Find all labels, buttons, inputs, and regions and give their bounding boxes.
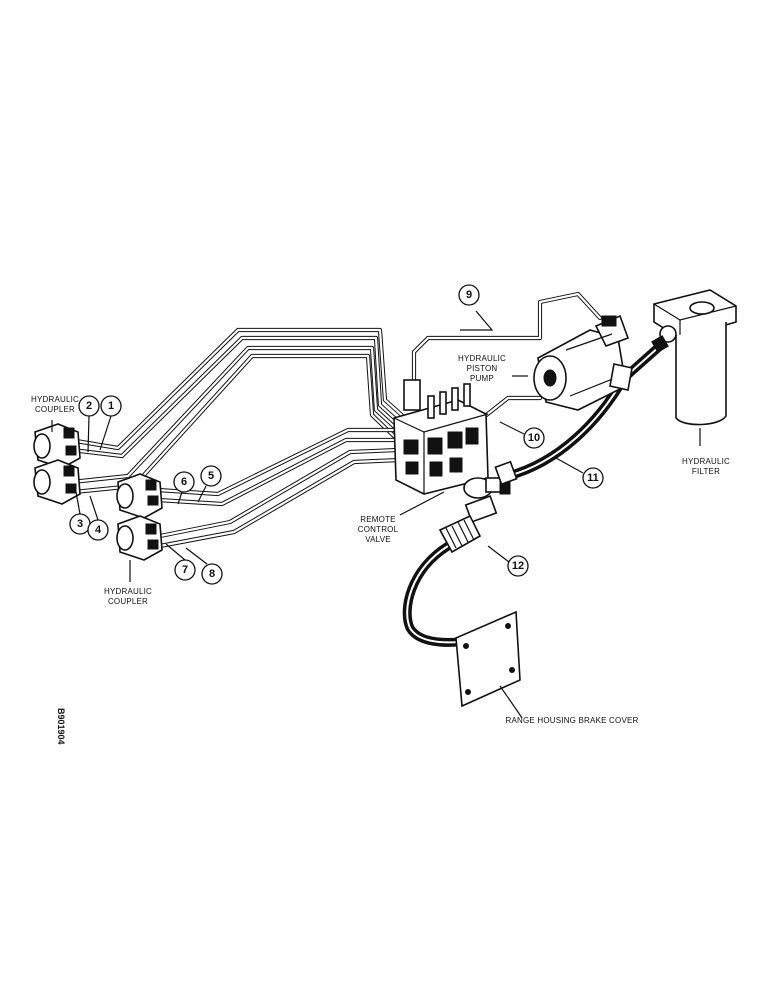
svg-text:5: 5 [208, 470, 214, 482]
callout-7: 7 [174, 559, 196, 581]
remote-control-valve [393, 379, 511, 499]
svg-text:7: 7 [182, 564, 188, 576]
svg-text:12: 12 [512, 560, 524, 572]
callout-11: 11 [582, 467, 604, 489]
svg-text:3: 3 [77, 518, 83, 530]
range-housing-brake-cover [455, 610, 521, 708]
callout-6: 6 [173, 471, 195, 493]
svg-text:REMOTE: REMOTE [360, 515, 395, 524]
label-hydraulic-coupler-upper: HYDRAULIC COUPLER [31, 395, 79, 414]
callout-4: 4 [87, 519, 109, 541]
callout-1: 1 [100, 395, 122, 417]
hydraulic-coupler-upper [33, 423, 81, 505]
svg-text:HYDRAULIC: HYDRAULIC [31, 395, 79, 404]
svg-text:VALVE: VALVE [365, 535, 391, 544]
callout-12: 12 [507, 555, 529, 577]
hydraulic-coupler-lower [116, 473, 163, 561]
label-hydraulic-piston-pump: HYDRAULIC PISTON PUMP [458, 354, 506, 383]
hydraulic-filter [651, 289, 737, 426]
svg-text:11: 11 [587, 472, 599, 484]
hydraulic-piston-pump [533, 314, 633, 411]
callout-5: 5 [200, 465, 222, 487]
lower-tube-bundle [155, 427, 403, 549]
svg-text:8: 8 [209, 568, 215, 580]
svg-text:6: 6 [181, 476, 187, 488]
label-remote-control-valve: REMOTE CONTROL VALVE [358, 515, 399, 544]
label-range-housing-brake-cover: RANGE HOUSING BRAKE COVER [505, 716, 638, 725]
svg-text:9: 9 [466, 289, 472, 301]
svg-text:PISTON: PISTON [467, 364, 498, 373]
label-hydraulic-filter: HYDRAULIC FILTER [682, 457, 730, 476]
svg-text:COUPLER: COUPLER [35, 405, 75, 414]
svg-text:FILTER: FILTER [692, 467, 720, 476]
svg-text:HYDRAULIC: HYDRAULIC [104, 587, 152, 596]
callout-10: 10 [523, 427, 545, 449]
svg-text:COUPLER: COUPLER [108, 597, 148, 606]
svg-text:1: 1 [108, 400, 114, 412]
svg-text:RANGE HOUSING BRAKE COVER: RANGE HOUSING BRAKE COVER [505, 716, 638, 725]
svg-text:10: 10 [528, 432, 540, 444]
svg-text:HYDRAULIC: HYDRAULIC [458, 354, 506, 363]
callout-9: 9 [458, 284, 480, 306]
svg-text:PUMP: PUMP [470, 374, 494, 383]
pump-return-tube [411, 291, 603, 423]
callout-2: 2 [78, 395, 100, 417]
svg-text:HYDRAULIC: HYDRAULIC [682, 457, 730, 466]
label-hydraulic-coupler-lower: HYDRAULIC COUPLER [104, 587, 152, 606]
figure-code: B901904 [56, 708, 66, 745]
leader-lines [51, 310, 701, 719]
callout-8: 8 [201, 563, 223, 585]
svg-text:4: 4 [95, 524, 102, 536]
callout-3: 3 [69, 513, 91, 535]
svg-text:CONTROL: CONTROL [358, 525, 399, 534]
svg-text:2: 2 [86, 400, 92, 412]
